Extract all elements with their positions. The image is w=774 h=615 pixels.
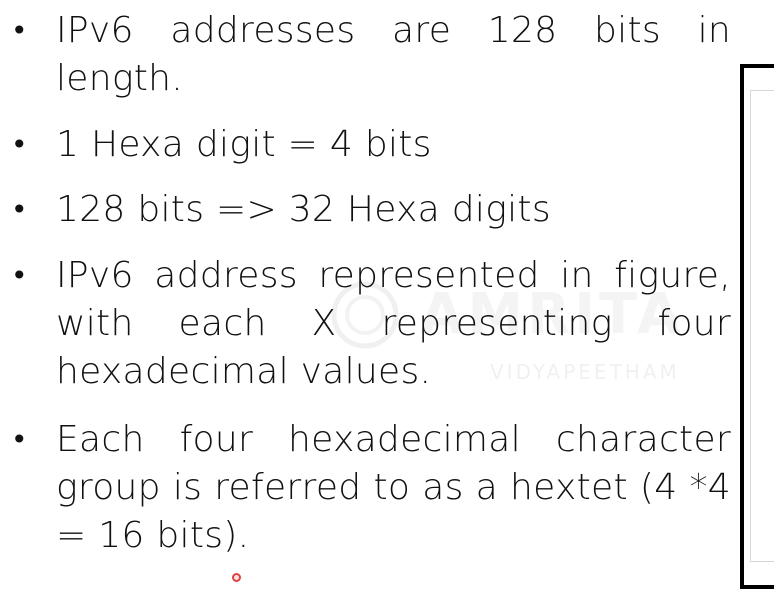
figure-frame (740, 64, 774, 589)
bullet-marker: • (11, 259, 28, 292)
figure-placeholder (750, 90, 774, 562)
bullet-marker: • (11, 14, 28, 47)
bullet-marker: • (11, 423, 28, 456)
bullet-text: 128 bits => 32 Hexa digits (56, 189, 551, 230)
bullet-text: Each four hexadecimal character group is… (56, 419, 731, 556)
pointer-dot-icon (232, 573, 241, 582)
bullet-marker: • (11, 193, 28, 226)
bullet-text: IPv6 addresses are 128 bits in length. (56, 10, 731, 99)
bullet-marker: • (11, 128, 28, 161)
bullet-text: 1 Hexa digit = 4 bits (56, 124, 432, 165)
bullet-text: IPv6 address represented in figure, with… (56, 255, 731, 392)
